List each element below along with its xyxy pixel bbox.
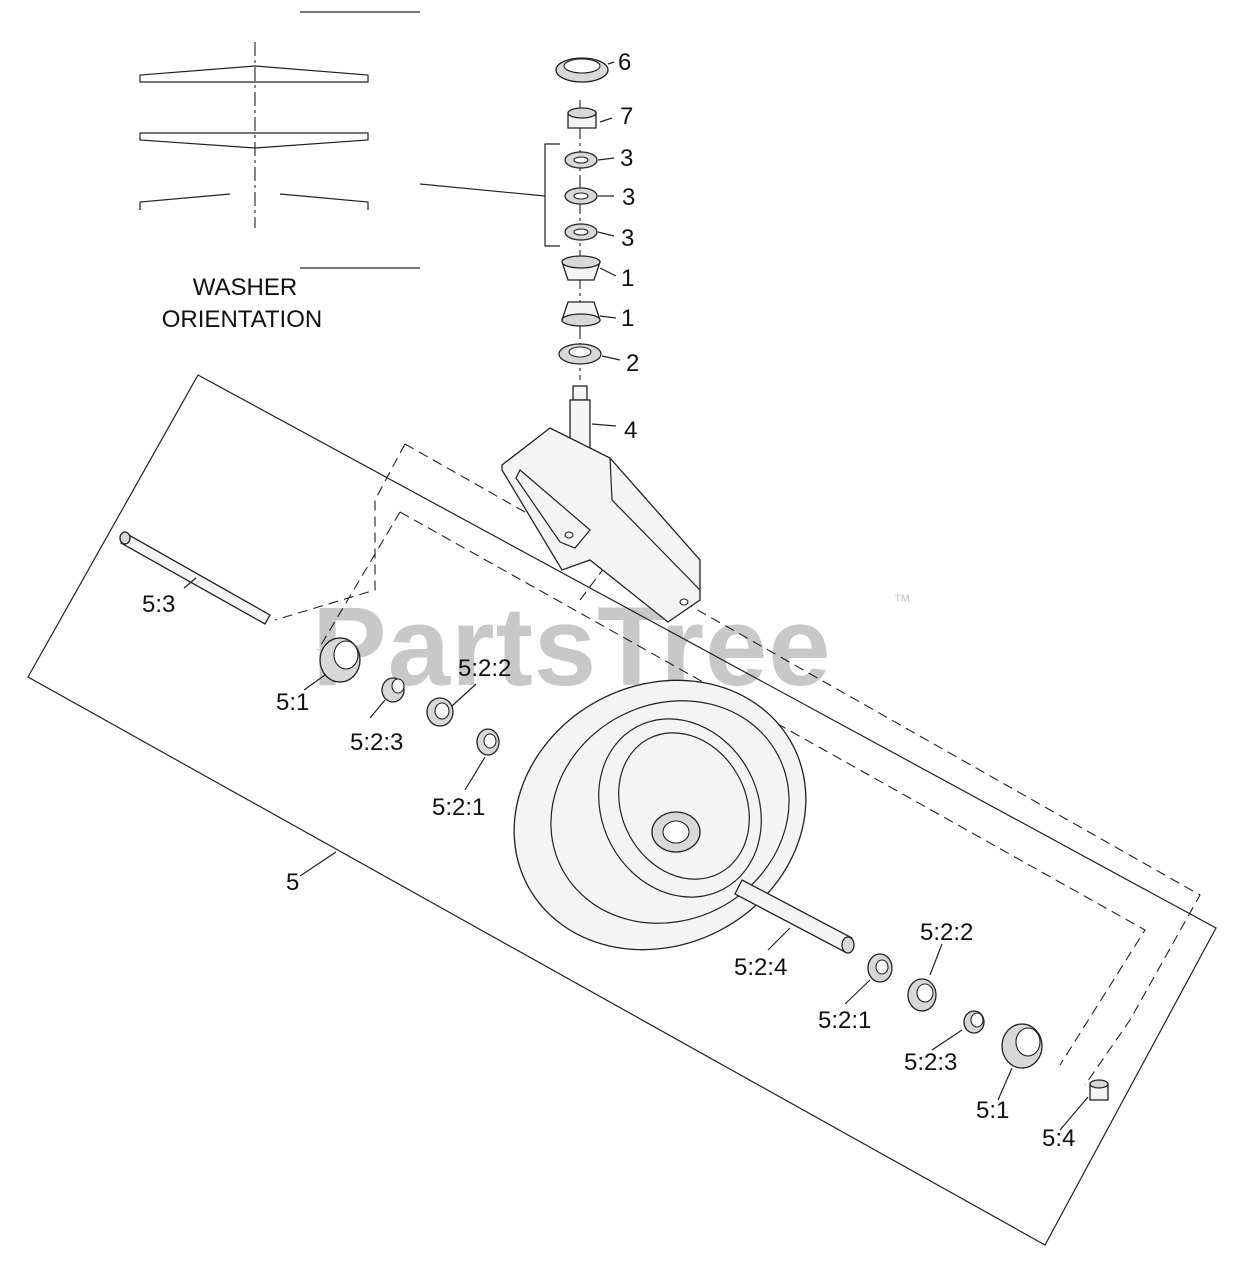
- callout-4: 4: [624, 417, 637, 444]
- callout-leaders: [183, 61, 1089, 1131]
- caster-yoke: [501, 427, 701, 623]
- axle-path-upper: [404, 443, 1201, 1086]
- callout-3: 3: [620, 145, 633, 172]
- part-5-2-3-spacer-left: [381, 677, 405, 703]
- part-6-dust-cap: [555, 57, 609, 83]
- part-5-1-hub-cap-right: [1001, 1023, 1043, 1069]
- watermark-trademark: ™: [893, 591, 911, 611]
- callout-5-2-2-right: 5:2:2: [920, 919, 973, 946]
- callout-1: 1: [621, 265, 634, 292]
- assembly-5-boundary: [27, 374, 1217, 1246]
- part-5-2-3-spacer-right: [963, 1010, 985, 1034]
- callout-labels: 6 7 3 3 3 1 1 2 4 5:3 5:1 5:2:3 5:2:2 5:…: [142, 49, 1075, 1152]
- callout-5-2-2-left: 5:2:2: [458, 655, 511, 682]
- callout-5-2-3-right: 5:2:3: [904, 1049, 957, 1076]
- part-5-2-4-axle-spacer: [734, 879, 855, 954]
- callout-1: 1: [621, 305, 634, 332]
- washer-orientation-title-line2: ORIENTATION: [162, 306, 322, 333]
- axle-path-lower: [399, 511, 1146, 1066]
- part-7-nut: [567, 107, 597, 129]
- callout-5-3: 5:3: [142, 591, 175, 618]
- part-3-washer: [564, 187, 598, 205]
- callout-6: 6: [618, 49, 631, 76]
- callout-3: 3: [622, 184, 635, 211]
- part-5-2-2-seal-right: [907, 978, 937, 1012]
- part-3-washer: [564, 151, 598, 169]
- part-5-2-1-bearing-right: [867, 953, 893, 983]
- callout-5-2-3-left: 5:2:3: [350, 729, 403, 756]
- callout-5-1-left: 5:1: [276, 689, 309, 716]
- callout-5-1-right: 5:1: [976, 1097, 1009, 1124]
- callout-5-4: 5:4: [1042, 1125, 1075, 1152]
- callout-5: 5: [286, 869, 299, 896]
- callout-2: 2: [626, 350, 639, 377]
- part-1-bearing-cone: [561, 255, 601, 281]
- callout-5-2-1-left: 5:2:1: [432, 794, 485, 821]
- part-3-washer: [564, 223, 598, 241]
- part-2-seal: [558, 343, 602, 365]
- part-5-1-hub-cap-left: [319, 637, 361, 683]
- part-5-2-2-seal-left: [426, 697, 454, 727]
- part-5-4-grease-fitting: [1089, 1079, 1109, 1101]
- callout-5-2-4: 5:2:4: [734, 954, 787, 981]
- part-1-bearing-cone: [561, 301, 601, 327]
- callout-3: 3: [621, 225, 634, 252]
- washer-orientation-inset: WASHER ORIENTATION: [139, 11, 420, 333]
- wheel-tire: [513, 679, 807, 951]
- part-5-2-1-bearing-left: [476, 728, 500, 756]
- callout-7: 7: [620, 103, 633, 130]
- washer-orientation-title-line1: WASHER: [193, 274, 297, 301]
- callout-5-2-1-right: 5:2:1: [818, 1007, 871, 1034]
